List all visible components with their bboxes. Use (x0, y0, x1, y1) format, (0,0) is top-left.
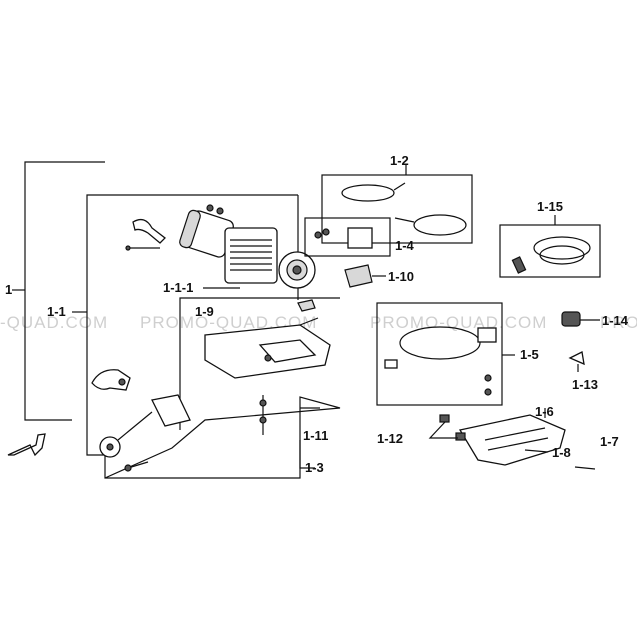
watermark-text-mid: PROMO-QUAD.COM (140, 313, 317, 332)
label-1-11: 1-11 (303, 428, 328, 443)
cable-1-2-a-tail (393, 182, 406, 191)
watermark: -QUAD.COM PROMO-QUAD.COM PROMO-QUAD.COM … (0, 313, 637, 332)
cover-plate-1-6 (458, 414, 566, 466)
washer-b (259, 416, 267, 424)
bolt-assembly (259, 395, 320, 435)
label-1-15: 1-15 (537, 199, 563, 214)
clip-1-12-a (439, 414, 450, 423)
part-1-13 (568, 351, 585, 372)
bracket-1-10 (344, 264, 373, 288)
winch-gearbox-center (292, 265, 302, 275)
label-1-1: 1-1 (47, 304, 66, 319)
part-1-10 (344, 264, 386, 288)
bracket-1-outline (24, 161, 105, 421)
terminal-1-5-b (484, 388, 492, 396)
bracket-1-3-outline (179, 297, 340, 430)
label-1-3: 1-3 (305, 460, 324, 475)
washer-a (259, 399, 267, 407)
cable-1-2-b (413, 214, 467, 236)
winch-motor-endcap (179, 209, 201, 249)
label-1-14: 1-14 (602, 313, 629, 328)
cable-1-2-b-tail (394, 217, 415, 223)
bracket-group-1 (12, 161, 105, 421)
part-1-8 (524, 449, 549, 453)
part-1-7 (574, 466, 596, 470)
winch-cable-lower (117, 411, 153, 441)
label-1-1-1: 1-1-1 (163, 280, 193, 295)
winch-drum-cable (230, 239, 272, 271)
arrow-shape (7, 433, 46, 457)
strap-part (132, 218, 166, 244)
label-1-8: 1-8 (552, 445, 571, 460)
label-1-5: 1-5 (520, 347, 539, 362)
box-1-15 (499, 224, 601, 278)
label-1-12: 1-12 (377, 431, 403, 446)
box-1-4 (304, 217, 391, 257)
cover-rib-a (484, 427, 546, 441)
label-1-13: 1-13 (572, 377, 598, 392)
box-1-2 (321, 174, 473, 244)
winch-motor-terminal-a (206, 204, 214, 212)
cable-1-2-a (341, 184, 395, 202)
clip-1-12-b (455, 432, 466, 441)
cover-rib-b (487, 437, 549, 451)
bracket-1-1-outline (86, 194, 341, 479)
hook-assembly (91, 369, 191, 472)
label-1-10: 1-10 (388, 269, 414, 284)
label-1: 1 (5, 282, 12, 297)
winch-drum-frame (224, 227, 278, 284)
relay-body (347, 227, 373, 249)
clip-1-13 (568, 351, 585, 366)
leader-1-12 (428, 421, 458, 439)
pulley-axle (106, 443, 114, 451)
relay-screw-b (322, 228, 330, 236)
label-1-6: 1-6 (535, 404, 554, 419)
mount-clip (297, 299, 316, 312)
bracket-1-3-leader (299, 440, 315, 469)
label-1-7: 1-7 (600, 434, 619, 449)
cable-tie-head (125, 245, 131, 251)
label-1-9: 1-9 (195, 304, 214, 319)
connector-1-5 (477, 327, 497, 343)
watermark-text-left: -QUAD.COM (0, 313, 108, 332)
direction-arrow (7, 433, 46, 457)
watermark-text-edge: PRO (600, 313, 637, 332)
terminal-1-5-a (484, 374, 492, 382)
harness-1-5 (399, 326, 481, 360)
part-1-12 (428, 414, 466, 441)
group-1-4 (304, 217, 391, 257)
switch-1-15 (511, 256, 527, 274)
bracket-group-1-3 (179, 297, 340, 469)
group-1-15 (499, 215, 601, 278)
fairlead-plate (151, 394, 191, 427)
mount-bolt (299, 317, 319, 326)
bolt-1-7 (574, 466, 596, 470)
bolt-1-8 (524, 449, 549, 453)
switch-1-14 (561, 311, 581, 327)
cable-1-15-a (533, 236, 591, 260)
nut-lower (124, 464, 132, 472)
group-1-5 (376, 302, 515, 406)
callout-labels: 1 1-1 1-1-1 1-2 1-3 1-4 1-5 1-6 1-7 1-8 … (5, 153, 629, 475)
plug-1-5 (384, 359, 398, 369)
relay-screw-a (314, 231, 322, 239)
mounting-plate-hole (264, 354, 272, 362)
group-1-2 (321, 165, 473, 244)
cable-strap (125, 218, 166, 251)
winch-motor-terminal-b (216, 207, 224, 215)
winch-motor (179, 204, 316, 289)
label-1-2: 1-2 (390, 153, 409, 168)
part-1-6 (458, 408, 566, 466)
cable-1-15-b (539, 245, 585, 265)
box-1-5 (376, 302, 503, 406)
hook-pin (118, 378, 126, 386)
label-1-4: 1-4 (395, 238, 415, 253)
mounting-plate (204, 299, 331, 379)
part-1-14 (561, 311, 600, 327)
